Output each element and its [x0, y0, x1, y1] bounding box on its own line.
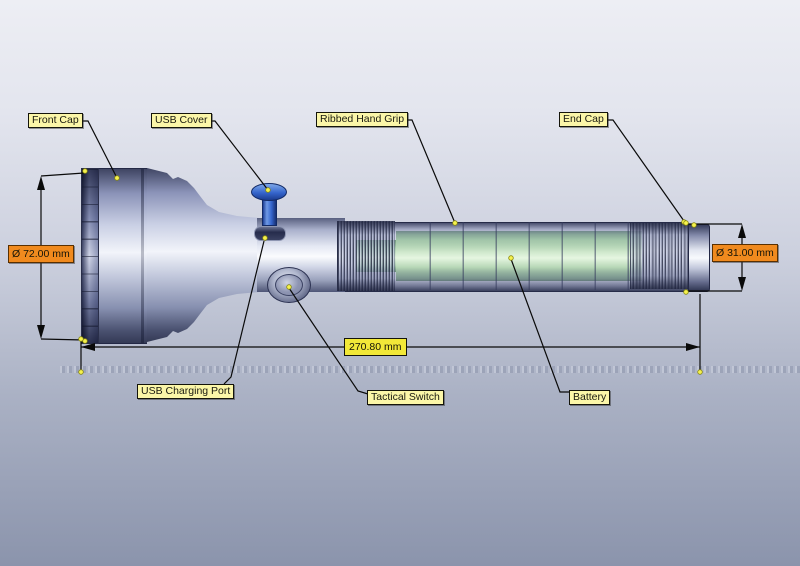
flashlight-head-taper [147, 168, 259, 342]
ribbed-hand-grip-rings [398, 222, 632, 290]
usb-cover-leader-line [205, 120, 269, 191]
ground-reflection-strip [60, 366, 800, 373]
usb-charging-port-slot [254, 226, 286, 241]
flashlight-front-cap-barrel [97, 168, 147, 344]
tactical-switch-button [267, 267, 311, 303]
dimension-overall-length: 270.80 mm [344, 338, 407, 356]
front-knurled-section [337, 221, 395, 291]
flashlight-front-bezel-face [81, 168, 99, 344]
dimension-end-diameter: Ø 31.00 mm [712, 244, 778, 262]
callout-usb-charging-port: USB Charging Port [137, 384, 235, 399]
callout-ribbed-hand-grip: Ribbed Hand Grip [316, 112, 409, 127]
flashlight-end-cap [688, 224, 710, 292]
usb-cover-cap [251, 183, 287, 201]
ribbed-hand-grip-leader-line [401, 119, 456, 224]
callout-battery: Battery [569, 390, 611, 405]
tail-knurled-section [630, 223, 688, 289]
callout-tactical-switch: Tactical Switch [367, 390, 444, 405]
callout-end-cap: End Cap [559, 112, 608, 127]
end-cap-leader-line [603, 119, 685, 222]
dimension-front-diameter: Ø 72.00 mm [8, 245, 74, 263]
callout-front-cap: Front Cap [28, 113, 83, 128]
tactical-switch-button-inner [275, 274, 303, 296]
callout-usb-cover: USB Cover [151, 113, 212, 128]
